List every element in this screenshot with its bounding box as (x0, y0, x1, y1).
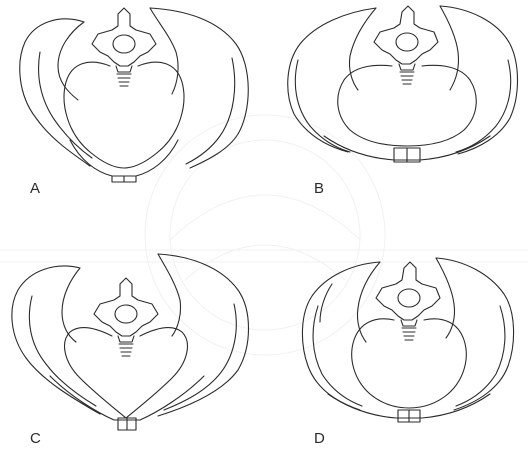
panel-label-a: A (30, 181, 40, 196)
panel-a: A (0, 0, 264, 226)
panel-label-c: C (30, 431, 41, 446)
pelvis-drawing-b (264, 0, 528, 226)
panel-label-b: B (314, 181, 324, 196)
panel-c: C (0, 226, 264, 453)
panel-d: D (264, 226, 528, 453)
panel-label-d: D (314, 431, 325, 446)
pelvis-drawing-c (0, 226, 264, 453)
pelvis-drawing-d (264, 226, 528, 453)
panel-b: B (264, 0, 528, 226)
